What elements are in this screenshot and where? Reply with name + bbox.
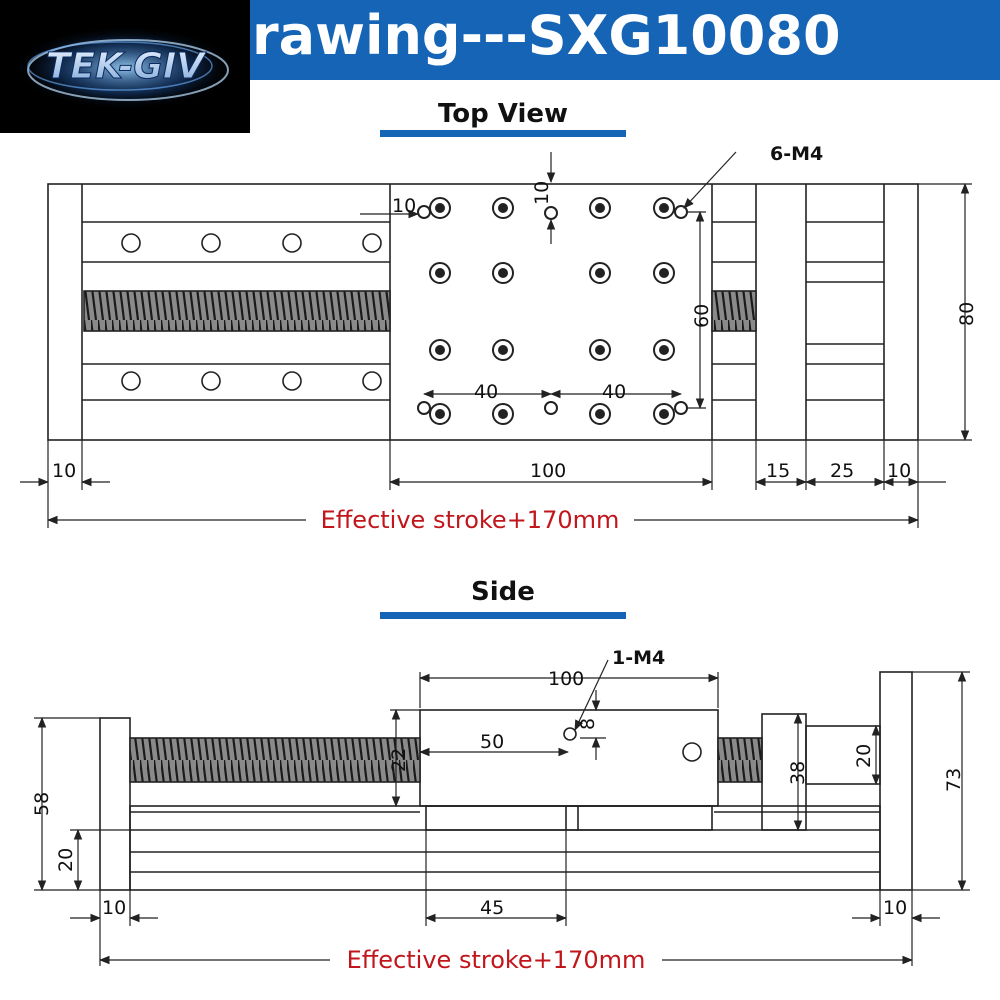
- side-dim-73: 73: [943, 768, 965, 792]
- top-dim-80: 80: [956, 302, 978, 326]
- top-stroke-label: Effective stroke+170mm: [321, 506, 620, 534]
- carriage-holes: [417, 197, 688, 425]
- lead-screw-side: [129, 737, 421, 783]
- top-dim-60: 60: [691, 304, 713, 328]
- top-view-title-underline: [380, 130, 626, 137]
- side-carriage: [419, 709, 719, 807]
- side-dim-10-left: 10: [102, 897, 126, 919]
- top-dim-offset-10: 10: [392, 195, 416, 217]
- side-dim-45: 45: [480, 897, 504, 919]
- side-dim-20-base: 20: [55, 848, 77, 872]
- side-view: Side: [31, 577, 970, 974]
- top-view-outline: [47, 183, 919, 441]
- side-stroke-label: Effective stroke+170mm: [347, 946, 646, 974]
- side-dim-10-right: 10: [883, 897, 907, 919]
- top-dim-10-right: 10: [887, 460, 911, 482]
- side-right-endplate: [879, 671, 913, 891]
- side-view-dimensions: [34, 659, 970, 966]
- side-carriage-hole: [682, 742, 702, 762]
- header-title: rawing---SXG10080: [252, 4, 841, 67]
- side-dim-50: 50: [480, 731, 504, 753]
- side-dim-58: 58: [31, 792, 53, 816]
- side-dim-38: 38: [787, 761, 809, 785]
- top-view-title: Top View: [438, 99, 568, 129]
- side-view-title-underline: [380, 612, 626, 619]
- top-view-dimensions: [20, 151, 972, 528]
- top-callout-6m4: 6-M4: [770, 143, 823, 165]
- top-dim-vertical-10: 10: [531, 181, 553, 205]
- side-dim-8: 8: [577, 718, 599, 730]
- top-view: Top View: [20, 99, 978, 534]
- top-dim-40-left: 40: [474, 381, 498, 403]
- top-dim-25: 25: [830, 460, 854, 482]
- side-dim-20-motor: 20: [853, 744, 875, 768]
- top-dim-40-right: 40: [602, 381, 626, 403]
- side-callout-1m4: 1-M4: [612, 647, 665, 669]
- side-view-title: Side: [471, 577, 535, 607]
- side-dim-100: 100: [548, 668, 584, 690]
- lead-screw-top: [83, 290, 391, 332]
- top-dim-100: 100: [530, 460, 566, 482]
- brand-logo: TEK-GIV: [0, 0, 250, 133]
- top-dim-10-left: 10: [52, 460, 76, 482]
- side-dim-22: 22: [388, 748, 410, 772]
- lead-screw-top-right: [711, 290, 757, 332]
- top-dim-15: 15: [766, 460, 790, 482]
- lead-screw-side-right: [717, 737, 763, 783]
- side-left-endplate: [99, 717, 131, 891]
- tek-giv-logo-icon: TEK-GIV: [13, 26, 237, 110]
- logo-text: TEK-GIV: [46, 46, 207, 87]
- rail-holes-top: [121, 233, 382, 391]
